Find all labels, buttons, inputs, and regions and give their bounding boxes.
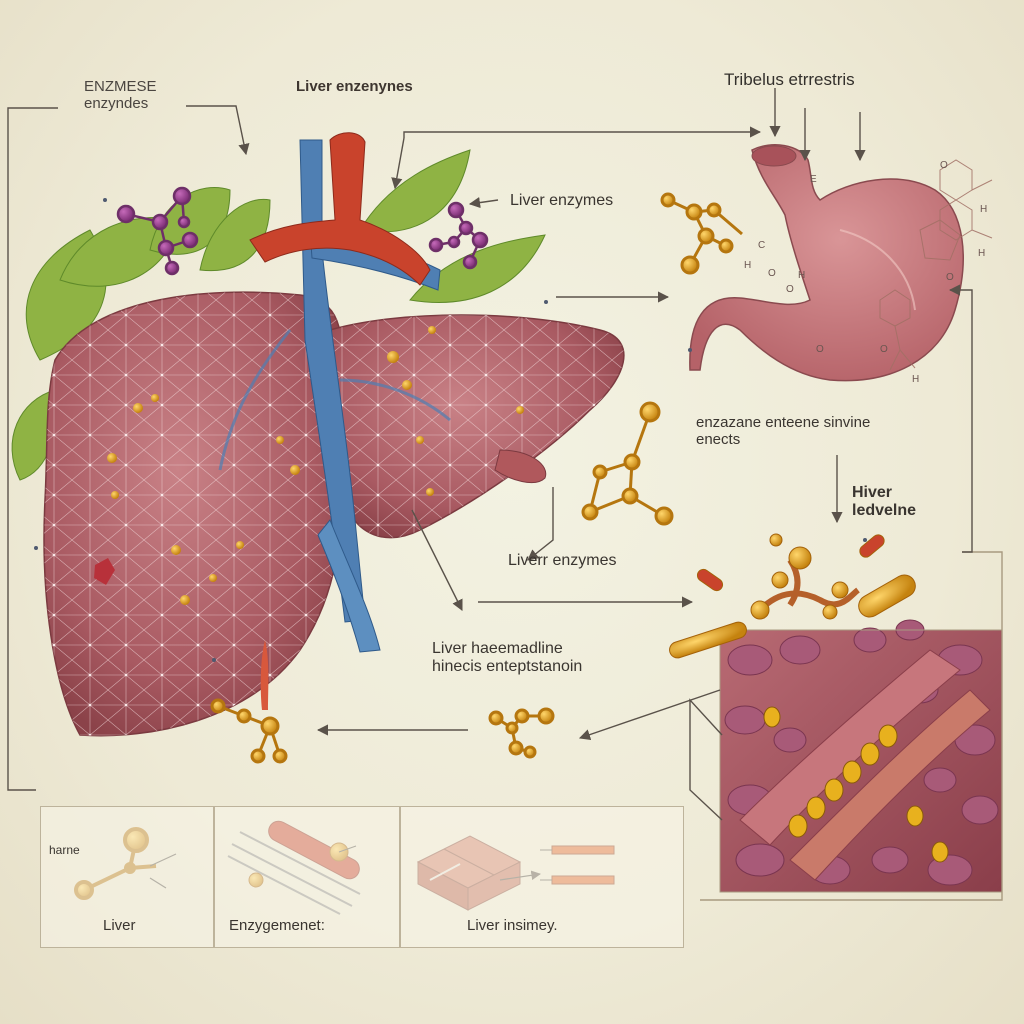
fiber-bundle	[739, 649, 961, 846]
frame-line-left	[7, 107, 58, 791]
svg-text:O: O	[880, 344, 888, 355]
panel-liver-insimey-label: Liver insimey.	[467, 917, 558, 934]
svg-text:C: C	[758, 240, 765, 251]
effects-line-2: enects	[696, 431, 741, 449]
stomach	[689, 144, 964, 382]
haem-line-2: hinecis enteptstanoin	[432, 658, 583, 676]
panel-liver: harne Liver	[40, 806, 214, 948]
vein-lower	[317, 519, 381, 653]
panel-liver-sub: harne	[49, 843, 80, 857]
svg-text:O: O	[940, 160, 948, 171]
return-arrow	[948, 284, 973, 553]
tissue-pointer	[689, 698, 723, 821]
panel-enzyme: Enzygemenet:	[214, 806, 400, 948]
red-spot	[94, 558, 115, 585]
leaf	[409, 234, 546, 303]
liver	[43, 132, 625, 737]
hiver-label: Hiver ledvelne	[852, 484, 916, 521]
chemical-structure	[879, 159, 993, 371]
artery-drip	[260, 640, 269, 710]
panel-liver-insimey: Liver insimey.	[400, 806, 684, 948]
gallbladder	[494, 449, 547, 483]
svg-text:H: H	[912, 374, 919, 385]
tissue-block	[719, 619, 1003, 893]
haem-line-1: Liver haeemadline	[432, 640, 563, 657]
tribulus-label: Tribelus etrrestris	[724, 70, 855, 89]
liverr-enzymes-label: Liverr enzymes	[508, 552, 617, 569]
purple-molecule-right	[428, 201, 489, 270]
gold-molecule-top	[660, 192, 743, 275]
flow-arrows	[186, 88, 866, 741]
svg-text:O: O	[816, 344, 824, 355]
liver-enzymes-label-mid: Liver enzymes	[510, 192, 614, 209]
gold-molecule-bottom-left	[210, 698, 288, 764]
enzymes-label-top-left: ENZMESE enzyndes	[84, 78, 157, 113]
svg-text:H: H	[744, 260, 751, 271]
haem-label: Liver haeemadline hinecis enteptstanoin	[432, 640, 582, 677]
svg-text:O: O	[768, 268, 776, 279]
hiver-line-2: ledvelne	[852, 502, 917, 520]
vein	[299, 139, 366, 623]
effects-line-1: enzazane entеene sinvine	[696, 414, 871, 431]
capsules	[669, 534, 916, 659]
tissue-frame	[700, 551, 1003, 901]
hiver-line-1: Hiver	[852, 484, 893, 501]
enzyme-dots	[107, 326, 524, 605]
effects-label: enzazane entеene sinvine enects	[696, 414, 870, 449]
chemical-labels: ECH OOH HHO HOO O	[744, 160, 987, 385]
liver-enzymes-label-top: Liver enzenynes	[296, 78, 413, 95]
svg-text:E: E	[810, 174, 817, 185]
gold-molecule-mid	[581, 401, 674, 526]
svg-text:H: H	[798, 270, 805, 281]
artery	[249, 132, 431, 286]
gold-molecule-bottom-mid	[488, 707, 555, 759]
fiber-bundle	[789, 689, 991, 881]
svg-text:H: H	[978, 248, 985, 259]
esophagus-opening	[751, 145, 797, 167]
background-dots	[34, 198, 867, 662]
leaf	[199, 198, 271, 272]
panel-enzyme-label: Enzygemenet:	[229, 917, 325, 934]
svg-text:O: O	[786, 284, 794, 295]
svg-text:H: H	[980, 204, 987, 215]
panel-liver-label: Liver	[103, 917, 136, 934]
svg-text:O: O	[946, 272, 954, 283]
purple-molecule-left	[116, 186, 199, 276]
leaf	[359, 149, 471, 233]
